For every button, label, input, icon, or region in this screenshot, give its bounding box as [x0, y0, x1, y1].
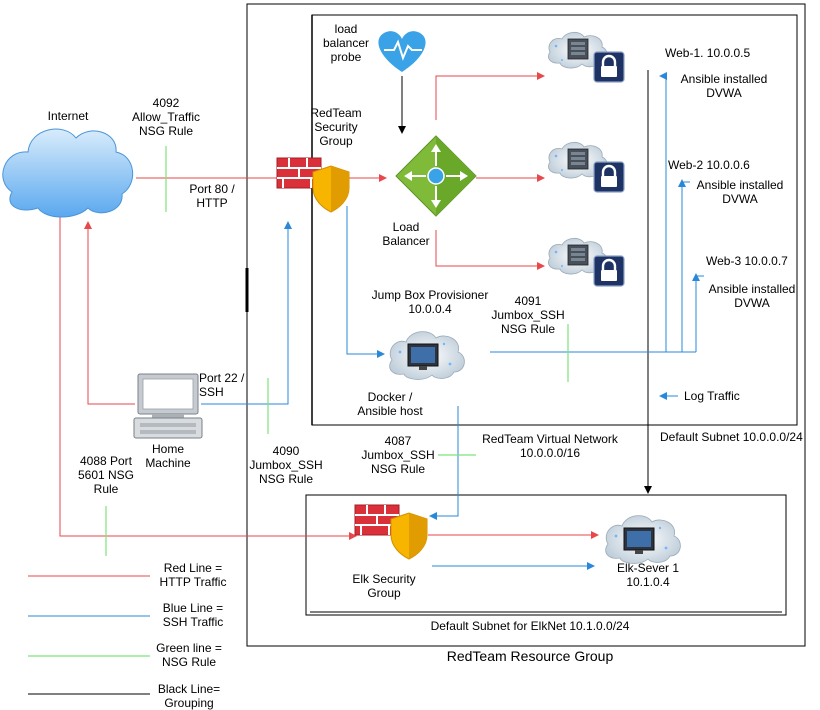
internet-label: Internet [47, 109, 89, 123]
grouping-lines [245, 3, 806, 647]
legend-red-label: Red Line = HTTP Traffic [159, 561, 227, 589]
nsg-rule-4091-label: 4091 Jumbox_SSH NSG Rule [491, 294, 565, 336]
jumpbox-label: Jump Box Provisioner 10.0.0.4 [371, 288, 489, 316]
nsg-rule-4092-label: 4092 Allow_Traffic NSG Rule [131, 96, 201, 138]
home-machine-icon [133, 373, 203, 439]
redteam-firewall-icon [276, 157, 350, 213]
redteam-security-group-label: RedTeam Security Group [310, 106, 362, 148]
nsg-rule-4087-label: 4087 Jumbox_SSH NSG Rule [361, 434, 435, 476]
elk-subnet-label: Default Subnet for ElkNet 10.1.0.0/24 [430, 619, 630, 633]
web1-sub-label: Ansible installed DVWA [680, 72, 768, 100]
http-lines [28, 72, 599, 577]
resource-group-box [246, 3, 806, 647]
legend-black-label: Black Line= Grouping [157, 682, 221, 710]
port-22-label: Port 22 / SSH [199, 371, 245, 399]
legend-green-label: Green line = NSG Rule [156, 641, 222, 669]
elk-security-group-label: Elk Security Group [352, 572, 416, 600]
legend-blue-label: Blue Line = SSH Traffic [162, 601, 224, 629]
elk-server-label: Elk-Sever 1 10.1.0.4 [616, 561, 680, 589]
nsg-rule-4088-label: 4088 Port 5601 NSG Rule [77, 454, 135, 496]
web2-vm-icon [547, 141, 626, 194]
log-traffic-label: Log Traffic [684, 389, 740, 403]
nsg-rule-lines [28, 146, 569, 657]
docker-ansible-host-label: Docker / Ansible host [357, 390, 423, 418]
load-balancer-label: Load Balancer [382, 220, 430, 248]
nsg-rule-4090-label: 4090 Jumbox_SSH NSG Rule [249, 444, 323, 486]
ssh-lines [28, 72, 704, 617]
elk-server-vm-icon [605, 515, 681, 564]
default-subnet-label: Default Subnet 10.0.0.0/24 [660, 430, 803, 444]
load-balancer-icon [395, 135, 477, 217]
web2-label: Web-2 10.0.0.6 [668, 158, 750, 172]
virtual-network-label: RedTeam Virtual Network 10.0.0.0/16 [482, 432, 618, 460]
home-machine-label: Home Machine [145, 442, 191, 470]
jumpbox-vm-icon [389, 331, 465, 380]
web3-vm-icon [547, 237, 626, 288]
web3-label: Web-3 10.0.0.7 [706, 254, 788, 268]
heart-probe-icon [378, 31, 426, 72]
port-80-label: Port 80 / HTTP [189, 182, 235, 210]
load-balancer-probe-label: load balancer probe [322, 22, 370, 64]
elk-subnet-box [305, 494, 787, 616]
web1-label: Web-1. 10.0.0.5 [665, 46, 751, 60]
web2-sub-label: Ansible installed DVWA [696, 178, 784, 206]
resource-group-label: RedTeam Resource Group [446, 648, 614, 664]
elk-firewall-icon [354, 504, 428, 560]
web3-sub-label: Ansible installed DVWA [708, 282, 796, 310]
internet-cloud-icon [2, 128, 134, 218]
web1-vm-icon [547, 31, 626, 84]
